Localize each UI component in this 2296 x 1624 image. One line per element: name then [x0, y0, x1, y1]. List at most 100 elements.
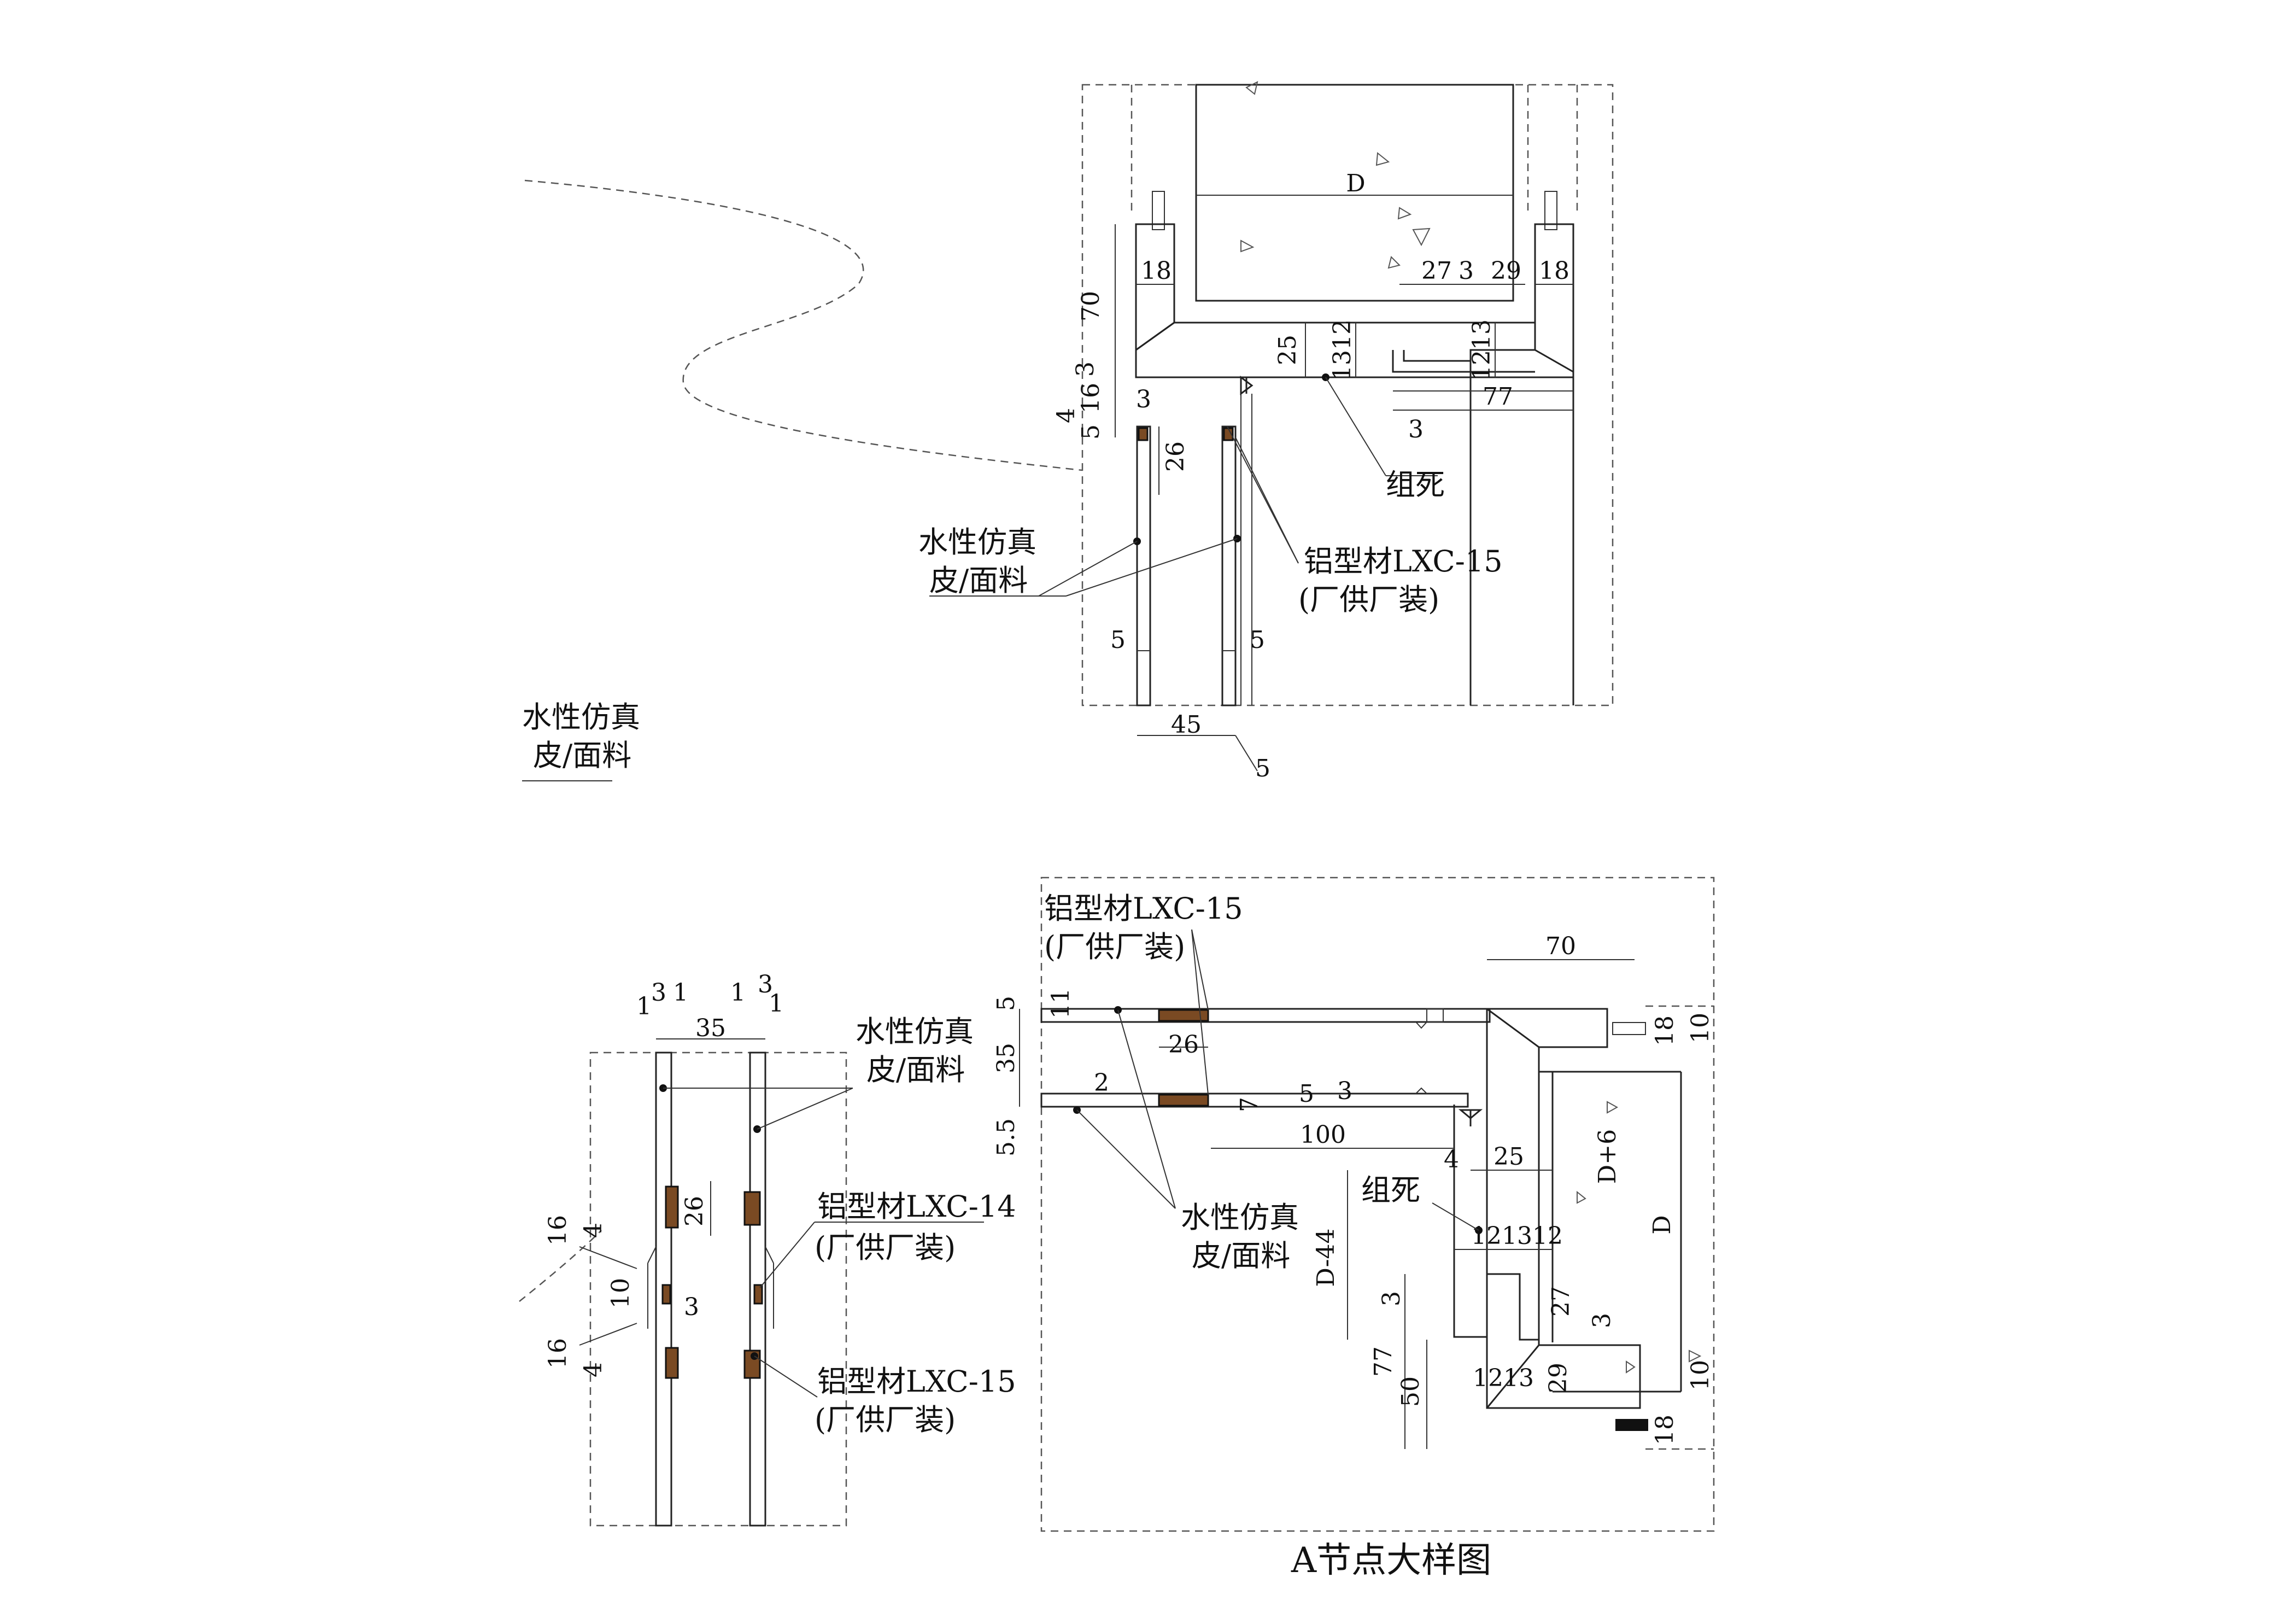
drawing-stroke-125 [1486, 1230, 1539, 1341]
label-alu15-bl: 铝型材LXC-15 [817, 1364, 1016, 1399]
bottom-right-detail: D+6 D 70 18 10 18 10 5 35 5.5 11 2 26 7 … [992, 877, 1715, 1532]
drawing-stroke-83 [765, 1246, 774, 1264]
label-factory-bl-2: (厂供厂装) [815, 1403, 956, 1437]
dimension-label-146: 5.5 [992, 1118, 1020, 1156]
dimension-label-59: 5 [1250, 626, 1265, 654]
dimension-label-170: 1213 [1473, 1364, 1534, 1392]
drawing-stroke-18 [1392, 350, 1535, 373]
aggregate-mark-128 [1577, 1190, 1586, 1204]
label-fabric-bl-2: 皮/面料 [866, 1053, 965, 1087]
concrete-block [1195, 84, 1514, 302]
dimension-label-47: 18 [1141, 257, 1172, 285]
label-alu15-top: 铝型材LXC-15 [1304, 544, 1503, 579]
drawing-stroke-112 [1040, 1093, 1469, 1108]
dimension-label-61: 5 [1255, 755, 1270, 782]
drawing-stroke-107 [759, 1222, 815, 1288]
drawing-stroke-63 [1325, 377, 1386, 476]
bottom-left-detail: 35 1 3 1 1 3 1 26 16 4 10 3 16 4 水性仿真 皮/… [544, 971, 1016, 1527]
label-fixed-br: 组死 [1361, 1173, 1420, 1207]
dimension-label-58: 5 [1110, 626, 1126, 654]
drawing-stroke-110 [754, 1356, 818, 1398]
dim-label-d-bottom: D [1648, 1215, 1676, 1234]
dimension-label-140: 10 [1686, 1013, 1714, 1043]
aggregate-mark-5 [1245, 81, 1258, 95]
dimension-line-40 [1235, 735, 1258, 772]
aggregate-mark-127 [1607, 1101, 1619, 1114]
dimension-label-100: 4 [579, 1362, 607, 1377]
drawing-stroke-117 [1415, 1087, 1427, 1094]
drawing-stroke-179 [1432, 1202, 1479, 1231]
dimension-label-165: 50 [1397, 1376, 1425, 1407]
dimension-label-99: 16 [544, 1338, 572, 1369]
label-fabric-br-2: 皮/面料 [1192, 1239, 1290, 1273]
dimension-label-148: 2 [1094, 1069, 1109, 1097]
dimension-label-51: 29 [1491, 257, 1521, 285]
drawing-stroke-176 [1191, 929, 1209, 1010]
aluminium-profile-77 [661, 1284, 671, 1305]
aluminium-profile-79 [665, 1347, 679, 1379]
drawing-stroke-25 [1149, 437, 1237, 484]
dimension-label-52: 25 [1274, 335, 1302, 365]
dimension-label-55: 77 [1483, 383, 1513, 411]
drawing-stroke-101 [579, 1246, 637, 1269]
drawing-stroke-119 [1486, 1008, 1539, 1048]
drawing-stroke-177 [1191, 929, 1209, 1095]
drawing-title: A节点大样图 [1291, 1540, 1491, 1581]
label-fabric-bl-1: 水性仿真 [856, 1014, 974, 1049]
dimension-label-87: 1 [636, 992, 652, 1020]
aggregate-mark-6 [1375, 152, 1390, 166]
label-alu15-br: 铝型材LXC-15 [1044, 891, 1243, 926]
label-fabric-top-1: 水性仿真 [918, 525, 1036, 559]
dimension-label-160: D-44 [1312, 1229, 1340, 1287]
panel-left-top [1136, 425, 1151, 706]
dimension-label-155: 100 [1300, 1121, 1346, 1149]
break-curve-top [524, 179, 1083, 471]
drawing-stroke-71 [1235, 437, 1299, 564]
dimension-label-151: 7 [1235, 1097, 1263, 1112]
dimension-label-163: 77 [1369, 1346, 1397, 1377]
break-curve-bottom [519, 1230, 602, 1302]
dimension-label-150: 26 [1168, 1031, 1199, 1059]
dimension-label-171: 29 [1544, 1363, 1572, 1393]
dimension-label-60: 45 [1171, 711, 1202, 739]
drawing-stroke-81 [647, 1246, 657, 1264]
drawing-stroke-17 [1135, 322, 1175, 351]
dim-label-d6: D+6 [1594, 1129, 1621, 1184]
dimension-label-50: 3 [1459, 257, 1474, 285]
dimension-label-41: 70 [1077, 291, 1105, 322]
drawing-stroke-175 [1076, 1109, 1176, 1209]
dimension-label-98: 3 [684, 1293, 699, 1321]
drawing-stroke-131 [1612, 1022, 1646, 1035]
dimension-label-44: 4 [1052, 408, 1080, 423]
dimension-label-169: 3 [1588, 1313, 1616, 1328]
aggregate-mark-7 [1397, 207, 1412, 220]
dimension-label-142: 10 [1686, 1360, 1714, 1391]
dimension-label-92: 1 [769, 990, 784, 1018]
dimension-label-43: 16 [1077, 383, 1105, 413]
dimension-label-168: 27 [1547, 1286, 1575, 1317]
dimension-label-89: 1 [673, 979, 688, 1007]
dimension-label-48: 18 [1539, 257, 1569, 285]
drawing-stroke-111 [1040, 1008, 1491, 1023]
dimension-label-138: 70 [1545, 932, 1576, 960]
drawing-stroke-11 [1152, 191, 1165, 230]
aluminium-profile-113 [1158, 1009, 1209, 1022]
dimension-label-56: 3 [1408, 416, 1424, 443]
drawing-stroke-68 [1065, 538, 1238, 597]
drawing-stroke-15 [1534, 223, 1574, 373]
dimension-label-86: 35 [695, 1014, 726, 1042]
dimension-label-57: 26 [1162, 441, 1190, 472]
dimension-label-144: 5 [992, 996, 1020, 1011]
aggregate-mark-129 [1626, 1360, 1636, 1374]
legend-fabric-2: 皮/面料 [533, 738, 631, 773]
fabric-legend: 水性仿真 皮/面料 [522, 700, 640, 781]
alu-profile-left-top [1138, 427, 1149, 441]
dimension-label-145: 35 [992, 1043, 1020, 1073]
aggregate-mark-9 [1240, 239, 1255, 253]
aluminium-profile-114 [1158, 1094, 1209, 1107]
drawing-stroke-116 [1415, 1021, 1427, 1029]
dimension-label-139: 18 [1651, 1015, 1679, 1046]
dimension-label-158: 25 [1493, 1143, 1524, 1171]
label-fixed-top: 组死 [1386, 468, 1445, 502]
